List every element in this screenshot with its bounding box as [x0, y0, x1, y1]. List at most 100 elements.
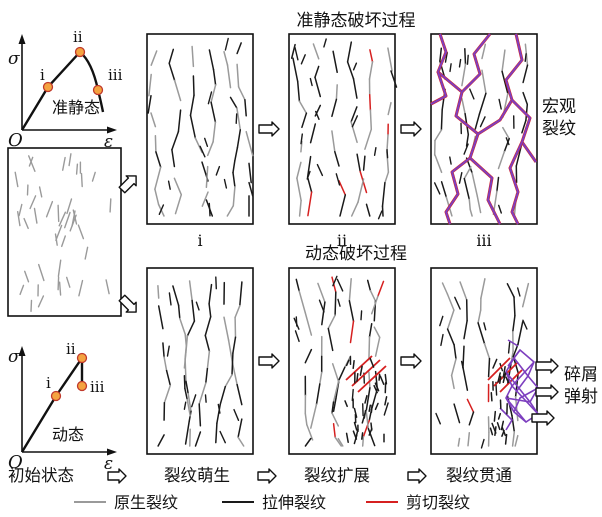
- crack-segment: [351, 115, 358, 128]
- crack-segment: [245, 130, 254, 157]
- crack-segment: [68, 153, 72, 167]
- crack-segment: [234, 304, 241, 319]
- crack-segment: [517, 321, 524, 345]
- crack-segment: [226, 64, 232, 89]
- crack-segment: [234, 146, 239, 162]
- hollow-arrow-icon: [258, 121, 280, 137]
- crack-segment: [351, 388, 354, 402]
- crack-segment: [383, 402, 389, 416]
- crack-segment: [492, 358, 498, 369]
- crack-segment: [439, 47, 443, 62]
- origin-label: O: [8, 130, 23, 151]
- crack-segment: [458, 171, 463, 184]
- crack-segment: [204, 334, 211, 352]
- crack-segment: [157, 285, 160, 299]
- crack-segment: [314, 76, 322, 98]
- crack-segment: [208, 303, 212, 318]
- crack-segment: [77, 224, 85, 240]
- crack-segment: [496, 176, 500, 193]
- crack-segment: [154, 188, 160, 206]
- crack-segment: [501, 70, 509, 95]
- crack-segment: [217, 403, 221, 414]
- hollow-arrow-icon: [400, 121, 422, 137]
- crack-segment: [215, 422, 218, 444]
- crack-segment: [223, 178, 228, 189]
- crack-segment: [293, 317, 300, 330]
- crack-segment: [233, 408, 240, 421]
- crack-segment: [468, 411, 475, 426]
- crack-segment: [368, 427, 373, 436]
- crack-segment: [304, 412, 308, 426]
- crack-segment: [62, 156, 66, 171]
- epsilon-label: ε: [104, 454, 113, 474]
- crack-segment: [189, 114, 197, 139]
- crack-segment: [183, 351, 187, 369]
- crack-segment: [440, 108, 443, 131]
- crack-segment: [446, 309, 455, 330]
- crack-segment: [105, 279, 110, 295]
- crack-segment: [65, 276, 71, 288]
- crack-segment: [359, 365, 363, 376]
- hollow-arrow-icon: [535, 358, 559, 374]
- quasi-static-stress-strain-curve: σ O ε i ii iii 准静态: [8, 28, 123, 152]
- crack-segment: [192, 75, 195, 96]
- macro-crack-label-line2: 裂纹: [542, 119, 576, 139]
- stage-initiation-label: 裂纹萌生: [164, 466, 230, 485]
- macro-cracks: [430, 33, 538, 225]
- crack-segment: [374, 336, 381, 357]
- hollow-arrow-icon: [400, 353, 422, 369]
- crack-segment: [453, 403, 461, 424]
- crack-segment: [154, 134, 157, 153]
- crack-segment: [236, 63, 240, 88]
- legend-native-crack-label: 原生裂纹: [114, 493, 178, 512]
- sigma-label: σ: [8, 347, 20, 367]
- crack-segment: [344, 400, 348, 408]
- legend-tensile-crack-label: 拉伸裂纹: [262, 493, 326, 512]
- crack-segment: [61, 235, 67, 248]
- crack-segment: [58, 211, 67, 227]
- crack-segment: [350, 121, 358, 144]
- crack-segment: [503, 137, 510, 153]
- crack-segment: [58, 281, 62, 296]
- quasi-stage-ii-cracks: [290, 38, 398, 220]
- crack-segment: [512, 314, 516, 333]
- crack-segment: [203, 137, 209, 148]
- crack-segment: [210, 101, 217, 123]
- stage-initial-label: 初始状态: [8, 466, 74, 485]
- crack-segment: [155, 151, 162, 168]
- crack-segment: [208, 202, 211, 217]
- crack-segment: [194, 431, 202, 447]
- x-axis-arrow-icon: [107, 126, 117, 134]
- crack-segment: [236, 107, 242, 131]
- crack-segment: [194, 137, 203, 154]
- crack-segment: [370, 404, 373, 414]
- dynamic-stress-strain-curve: σ O ε i ii iii 动态: [8, 340, 117, 474]
- crack-segment: [373, 146, 377, 157]
- crack-segment: [497, 412, 502, 420]
- crack-segment: [338, 180, 347, 196]
- crack-segment: [369, 357, 375, 368]
- crack-segment: [505, 137, 510, 146]
- crack-segment: [191, 299, 196, 322]
- crack-segment: [295, 278, 300, 292]
- crack-segment: [514, 395, 519, 422]
- point-iii-label: iii: [108, 66, 123, 84]
- crack-segment: [449, 63, 452, 73]
- point-i-label: i: [40, 66, 45, 84]
- crack-segment: [496, 422, 501, 431]
- crack-segment: [310, 403, 318, 429]
- hollow-arrow-icon: [531, 410, 555, 426]
- crack-segment: [368, 61, 374, 80]
- crack-segment: [189, 94, 195, 117]
- point-i-marker: [42, 81, 54, 93]
- point-ii-marker: [74, 46, 86, 58]
- crack-segment: [28, 155, 36, 173]
- crack-segment: [357, 178, 365, 203]
- crack-segment: [352, 78, 358, 99]
- point-ii-label: ii: [66, 340, 76, 358]
- crack-segment: [450, 358, 457, 377]
- hollow-arrow-icon: [258, 353, 280, 369]
- crack-segment: [361, 412, 366, 424]
- crack-segment: [204, 394, 207, 403]
- macro-crack-label-line1: 宏观: [542, 97, 576, 117]
